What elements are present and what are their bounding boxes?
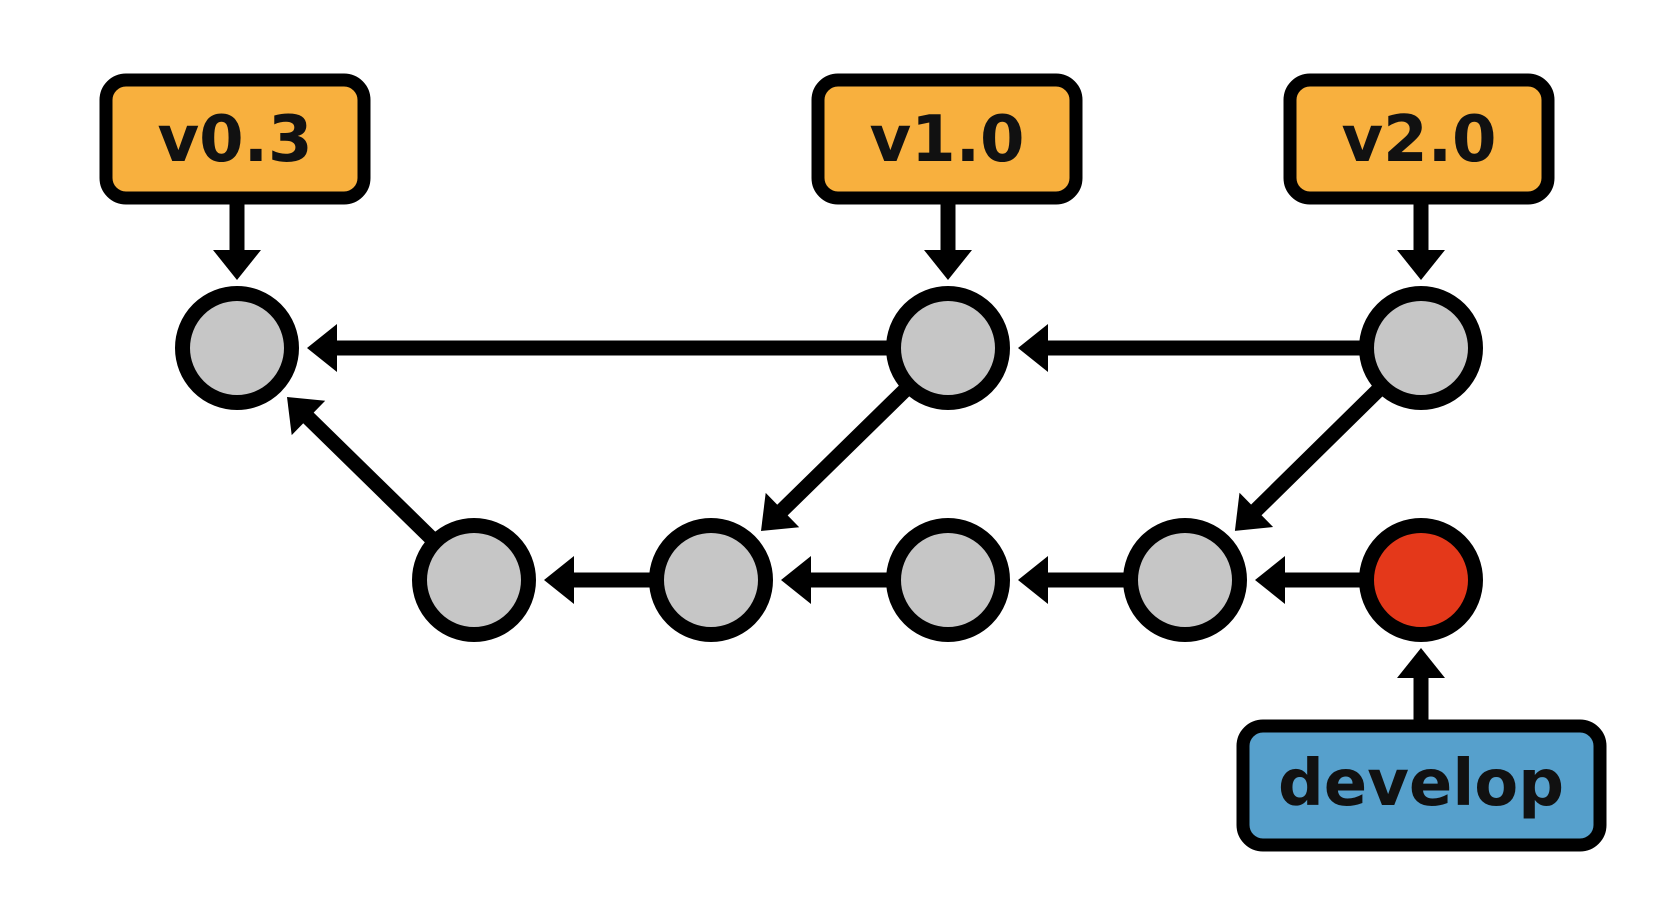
tag-v10-pointer-arrow-head [924,250,972,280]
tag-v20: v2.0 [1283,73,1555,205]
edge-c1-to-c0-arrow [287,397,438,545]
branch-develop-pointer-arrow-head [1397,648,1445,678]
commit-node-c5 [886,286,1010,410]
tag-v10: v1.0 [811,73,1083,205]
pointers-layer [213,202,1445,722]
commit-node-c3 [886,518,1010,642]
branch-develop: develop [1236,719,1607,852]
edge-c6-to-c5-arrow-head [1018,324,1048,372]
commit-node-c2 [649,518,773,642]
edge-c5-to-c0-arrow [307,324,890,372]
branch-develop-pointer-arrow [1397,648,1445,722]
commits-layer [175,286,1483,642]
tag-v10-box [811,73,1083,205]
tag-v03-pointer-arrow-head [213,250,261,280]
edge-c5-to-c0-arrow-head [307,324,337,372]
tag-v10-label: v1.0 [869,103,1024,177]
edge-c4-to-c3-arrow-head [1018,556,1048,604]
tag-v03: v0.3 [99,73,371,205]
tag-v10-pointer-arrow [924,202,972,280]
edge-c7-to-c4-arrow-head [1255,556,1285,604]
tag-v20-pointer-arrow-head [1397,250,1445,280]
branch-develop-box [1236,719,1607,852]
tag-v20-box [1283,73,1555,205]
edge-c6-to-c4-arrow [1234,383,1385,531]
edge-c5-to-c2-arrow-head [761,492,800,531]
edge-c3-to-c2-arrow [781,556,890,604]
edges-layer [287,324,1385,604]
tag-v03-label: v0.3 [157,103,312,177]
edge-c2-to-c1-arrow [544,556,653,604]
head-commit-node-c7 [1359,518,1483,642]
commit-node-c6 [1359,286,1483,410]
tag-v20-label: v2.0 [1341,103,1496,177]
branch-develop-label: develop [1278,747,1564,821]
edge-c5-to-c2-arrow-shaft [775,383,912,517]
commit-node-c1 [412,518,536,642]
edge-c1-to-c0-arrow-shaft [301,411,438,545]
edge-c6-to-c4-arrow-head [1234,492,1274,531]
commit-node-c0 [175,286,299,410]
edge-c6-to-c5-arrow [1018,324,1363,372]
edge-c5-to-c2-arrow [761,383,912,531]
tag-v03-pointer-arrow [213,202,261,280]
edge-c1-to-c0-arrow-head [287,397,326,436]
edge-c3-to-c2-arrow-head [781,556,811,604]
tag-v20-pointer-arrow [1397,202,1445,280]
edge-c6-to-c4-arrow-shaft [1249,383,1385,517]
commit-node-c4 [1123,518,1247,642]
edge-c7-to-c4-arrow [1255,556,1363,604]
tag-v03-box [99,73,371,205]
edge-c4-to-c3-arrow [1018,556,1127,604]
edge-c2-to-c1-arrow-head [544,556,574,604]
